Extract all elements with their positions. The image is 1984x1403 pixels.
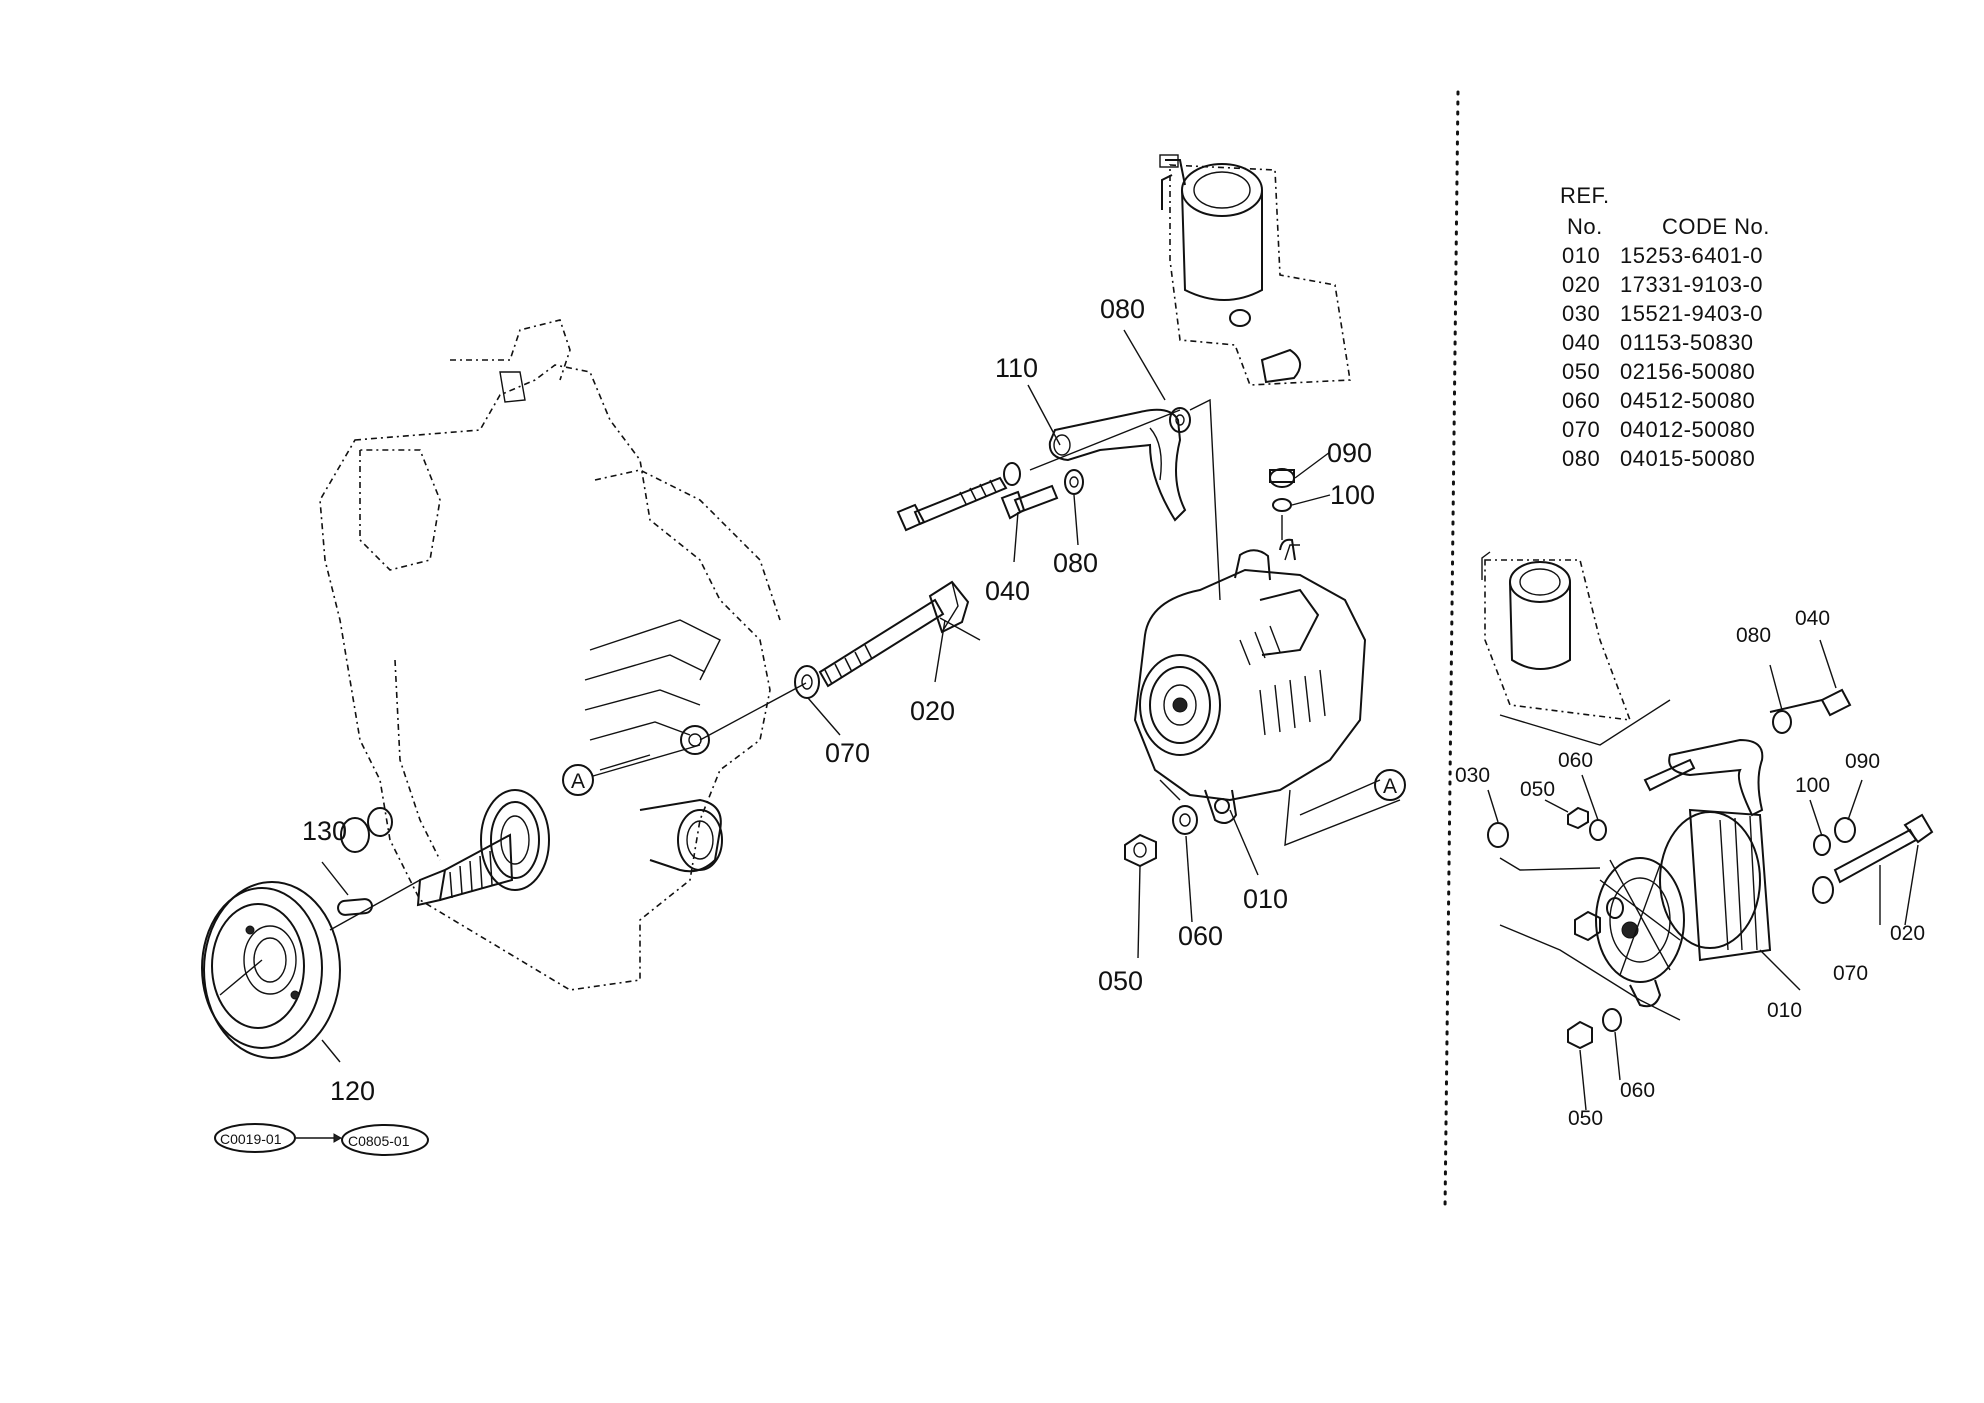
cross-ref-from: C0019-01 bbox=[214, 1123, 296, 1153]
callout-080-top: 080 bbox=[1100, 294, 1145, 324]
inset-callout-080: 080 bbox=[1736, 624, 1771, 647]
inset-callout-040: 040 bbox=[1795, 607, 1830, 630]
ref-row-code: 15253-6401-0 bbox=[1620, 243, 1763, 268]
bracket-110-drawing bbox=[896, 398, 1221, 601]
inset-callout-060-upper: 060 bbox=[1558, 749, 1593, 772]
ref-header-code: CODE No. bbox=[1662, 214, 1770, 239]
callout-040: 040 bbox=[985, 576, 1030, 606]
crank-pulley-drawing bbox=[201, 861, 421, 1059]
inset-callout-060-lower: 060 bbox=[1620, 1079, 1655, 1102]
leader-lines bbox=[321, 329, 1381, 1063]
ref-row-code: 15521-9403-0 bbox=[1620, 301, 1763, 326]
callout-130: 130 bbox=[302, 816, 347, 846]
marker-a-left: A bbox=[562, 764, 594, 796]
inset-drawing bbox=[1481, 551, 1934, 1050]
ref-header-no: No. bbox=[1567, 214, 1603, 239]
ref-row-code: 04012-50080 bbox=[1620, 417, 1755, 442]
cross-ref-to: C0805-01 bbox=[341, 1124, 429, 1156]
ref-row-code: 01153-50830 bbox=[1620, 330, 1754, 355]
svg-text:A: A bbox=[571, 770, 585, 793]
inset-callout-050-upper: 050 bbox=[1520, 778, 1555, 801]
bolt-020-drawing bbox=[699, 580, 981, 741]
thermostat-housing-drawing bbox=[1159, 154, 1351, 386]
ref-row-code: 17331-9103-0 bbox=[1620, 272, 1763, 297]
inset-callout-010: 010 bbox=[1767, 999, 1802, 1022]
callout-070: 070 bbox=[825, 738, 870, 768]
callout-100: 100 bbox=[1330, 480, 1375, 510]
inset-callout-050-lower: 050 bbox=[1568, 1107, 1603, 1130]
marker-a-right: A bbox=[1374, 769, 1406, 801]
svg-text:C0019-01: C0019-01 bbox=[220, 1131, 282, 1147]
ref-row-code: 04015-50080 bbox=[1620, 446, 1755, 471]
ref-header-ref: REF. bbox=[1560, 183, 1610, 208]
ref-row-number: 020 bbox=[1562, 272, 1600, 297]
inset-callout-090: 090 bbox=[1845, 750, 1880, 773]
svg-text:A: A bbox=[1383, 775, 1397, 798]
ref-row-number: 040 bbox=[1562, 330, 1600, 355]
callout-010: 010 bbox=[1243, 884, 1288, 914]
callout-020: 020 bbox=[910, 696, 955, 726]
inset-callout-100: 100 bbox=[1795, 774, 1830, 797]
callout-110: 110 bbox=[995, 353, 1038, 383]
alternator-drawing bbox=[1124, 468, 1401, 868]
svg-text:C0805-01: C0805-01 bbox=[348, 1133, 410, 1149]
ref-row-code: 02156-50080 bbox=[1620, 359, 1755, 384]
inset-callout-020: 020 bbox=[1890, 922, 1925, 945]
ref-row-code: 04512-50080 bbox=[1620, 388, 1755, 413]
inset-leader-lines bbox=[1487, 639, 1919, 1111]
dotted-separator bbox=[1443, 90, 1460, 1212]
callout-060: 060 bbox=[1178, 921, 1223, 951]
callout-050: 050 bbox=[1098, 966, 1143, 996]
ref-row-number: 060 bbox=[1562, 388, 1600, 413]
ref-row-number: 070 bbox=[1562, 417, 1600, 442]
ref-row-number: 010 bbox=[1562, 243, 1600, 268]
inset-callout-030: 030 bbox=[1455, 764, 1490, 787]
callout-120: 120 bbox=[330, 1076, 375, 1106]
inset-callout-070: 070 bbox=[1833, 962, 1868, 985]
ref-row-number: 080 bbox=[1562, 446, 1600, 471]
callout-090: 090 bbox=[1327, 438, 1372, 468]
reference-table: REF. No. CODE No. 010 15253-6401-0 020 1733… bbox=[1560, 183, 1770, 471]
callout-080-mid: 080 bbox=[1053, 548, 1098, 578]
ref-row-number: 050 bbox=[1562, 359, 1600, 384]
ref-row-number: 030 bbox=[1562, 301, 1600, 326]
gear-case-drawing bbox=[319, 319, 781, 991]
